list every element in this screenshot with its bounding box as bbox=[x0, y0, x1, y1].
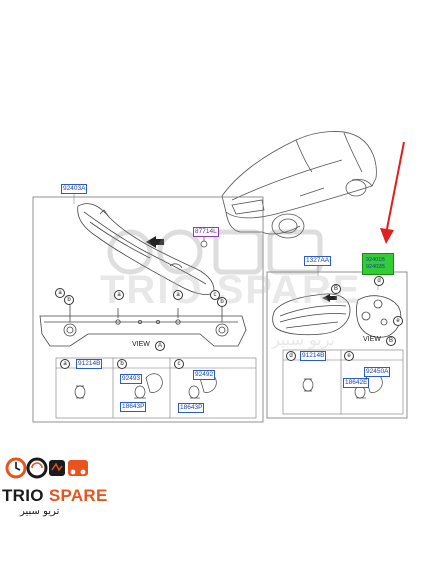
callout-c-1: c bbox=[210, 290, 220, 300]
callout-c-table: c bbox=[174, 359, 184, 369]
right-assembly-frame bbox=[266, 271, 408, 419]
label-91214b-right[interactable]: 91214B bbox=[300, 351, 327, 361]
label-92403a[interactable]: 92403A bbox=[61, 184, 88, 194]
callout-a-table: a bbox=[60, 359, 70, 369]
red-pointer-arrow bbox=[380, 141, 405, 244]
logo-brand-part2: SPARE bbox=[48, 486, 108, 505]
callout-a-1: a bbox=[55, 288, 65, 298]
callout-a-view: A bbox=[155, 341, 165, 351]
callout-b-2: b bbox=[217, 297, 227, 307]
socket-d-right-drawing bbox=[302, 378, 314, 392]
callout-b-right: B bbox=[331, 284, 341, 294]
callout-b-1: b bbox=[64, 295, 74, 305]
watermark-text: TRIO SPARE bbox=[100, 268, 362, 312]
logo-brand-part1: TRIO bbox=[2, 486, 44, 505]
view-a-label: VIEW bbox=[132, 341, 150, 348]
highlight-92401b[interactable] bbox=[362, 253, 394, 275]
label-18643p-2[interactable]: 18643P bbox=[178, 403, 205, 413]
label-18642e[interactable]: 18642E bbox=[343, 378, 370, 388]
label-92401b: 92401B bbox=[366, 257, 385, 263]
callout-d-table: d bbox=[286, 351, 296, 361]
callout-d-right: d bbox=[374, 276, 384, 286]
label-1327aa[interactable]: 1327AA bbox=[304, 256, 332, 266]
left-assembly-frame bbox=[32, 196, 264, 423]
label-92493[interactable]: 92493 bbox=[120, 374, 143, 384]
label-91214b-left[interactable]: 91214B bbox=[76, 359, 103, 369]
logo-brand-text: TRIO SPARE bbox=[2, 486, 108, 506]
label-92402b: 92402B bbox=[366, 264, 385, 270]
callout-b-table: b bbox=[117, 359, 127, 369]
callout-a-2: a bbox=[114, 290, 124, 300]
watermark-emblem bbox=[107, 229, 323, 275]
label-18643p-1[interactable]: 18643P bbox=[120, 402, 147, 412]
callout-e-table: e bbox=[344, 351, 354, 361]
label-92450a[interactable]: 92450A bbox=[364, 367, 391, 377]
callout-e-right: e bbox=[393, 316, 403, 326]
view-b-arrow bbox=[322, 294, 337, 302]
callout-a-3: a bbox=[173, 290, 183, 300]
rear-garnish-view-a bbox=[39, 300, 247, 347]
label-92492[interactable]: 92492 bbox=[193, 370, 216, 380]
callout-b-view: B bbox=[386, 336, 396, 346]
car-outline bbox=[221, 131, 377, 239]
watermark-arabic: تريو سبير bbox=[272, 330, 335, 349]
socket-a-left-drawing bbox=[74, 385, 86, 399]
label-87714l[interactable]: 87714L bbox=[193, 227, 219, 237]
logo-arabic-text: تريو سبير bbox=[20, 506, 60, 517]
view-b-label: VIEW bbox=[363, 336, 381, 343]
trio-spare-logo-emblem bbox=[5, 457, 88, 479]
view-a-arrow bbox=[146, 236, 164, 248]
